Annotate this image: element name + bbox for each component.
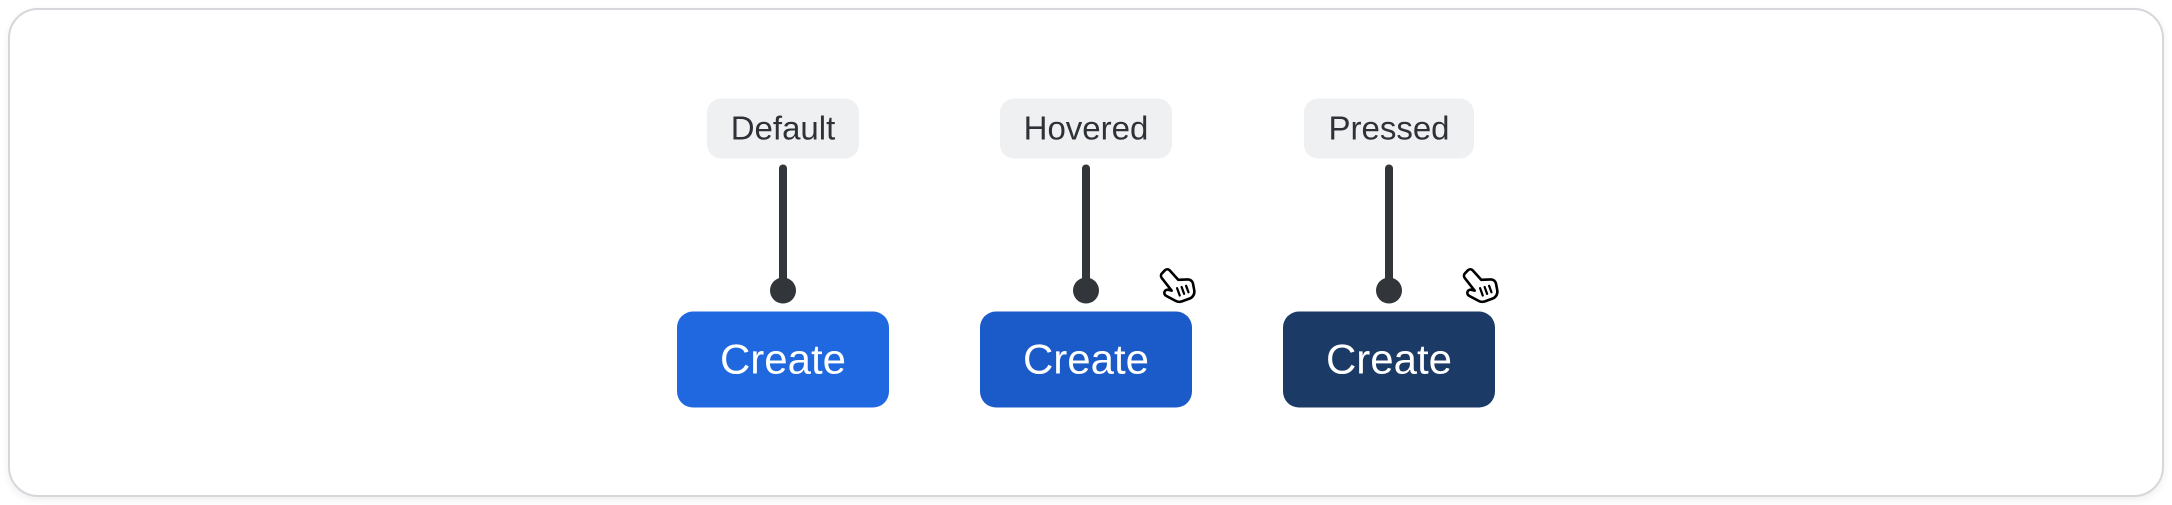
connector-dot: [1376, 277, 1402, 303]
create-button-hovered[interactable]: Create: [980, 311, 1192, 407]
button-wrap-pressed: Create: [1283, 267, 1499, 407]
connector-dot: [1073, 277, 1099, 303]
connector-line: [779, 164, 787, 282]
state-column-pressed: Pressed Create: [1283, 98, 1499, 407]
connector-line: [1385, 164, 1393, 282]
state-column-hovered: Hovered Create: [980, 98, 1196, 407]
connector-dot: [770, 277, 796, 303]
connector-line: [1082, 164, 1090, 282]
button-wrap-hovered: Create: [980, 267, 1196, 407]
pointer-cursor-icon: [1159, 267, 1196, 303]
state-column-default: Default Create: [677, 98, 889, 407]
states-card: Default Create Hovered Create: [8, 8, 2164, 497]
pointer-cursor-icon: [1462, 267, 1499, 303]
state-label-hovered: Hovered: [999, 98, 1173, 158]
create-button-default[interactable]: Create: [677, 311, 889, 407]
create-button-pressed[interactable]: Create: [1283, 311, 1495, 407]
button-wrap-default: Create: [677, 311, 889, 407]
state-label-pressed: Pressed: [1304, 98, 1474, 158]
state-label-default: Default: [706, 98, 860, 158]
states-row: Default Create Hovered Create: [677, 98, 1499, 407]
